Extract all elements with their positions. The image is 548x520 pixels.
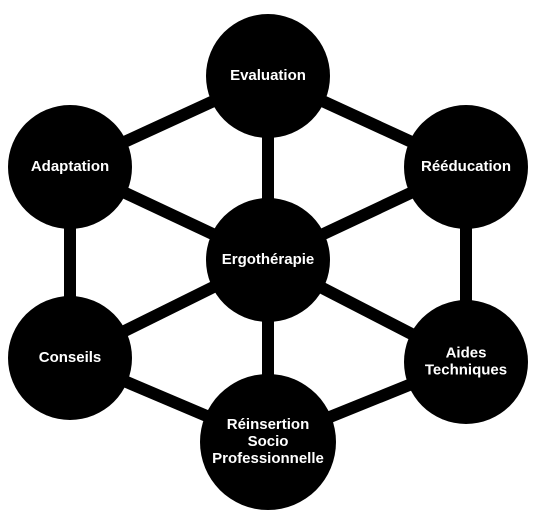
node-label-reinsertion-line-1: Réinsertion	[227, 416, 310, 433]
node-label-evaluation: Evaluation	[230, 67, 306, 84]
node-circle-adaptation	[8, 105, 132, 229]
node-label-aides-techniques-line-2: Techniques	[425, 361, 507, 378]
node-circle-reeducation	[404, 105, 528, 229]
node-conseils: Conseils	[8, 296, 132, 420]
diagram-nodes: Ergothérapie EvaluationRééducationAidesTe…	[8, 14, 528, 510]
node-label-reeducation: Rééducation	[421, 158, 511, 175]
node-circle-aides-techniques	[404, 300, 528, 424]
node-label-ergotherapie: Ergothérapie	[222, 251, 315, 268]
node-circle-evaluation	[206, 14, 330, 138]
node-label-reinsertion-line-2: Socio	[248, 433, 289, 450]
node-reeducation: Rééducation	[404, 105, 528, 229]
node-evaluation: Evaluation	[206, 14, 330, 138]
node-label-aides-techniques-line-1: Aides	[446, 344, 487, 361]
node-label-conseils: Conseils	[39, 349, 102, 366]
node-circle-ergotherapie	[206, 198, 330, 322]
node-adaptation: Adaptation	[8, 105, 132, 229]
node-circle-reinsertion	[200, 374, 336, 510]
node-label-adaptation: Adaptation	[31, 158, 109, 175]
node-circle-conseils	[8, 296, 132, 420]
node-label-reinsertion-line-3: Professionnelle	[212, 450, 324, 467]
node-ergotherapie: Ergothérapie	[206, 198, 330, 322]
